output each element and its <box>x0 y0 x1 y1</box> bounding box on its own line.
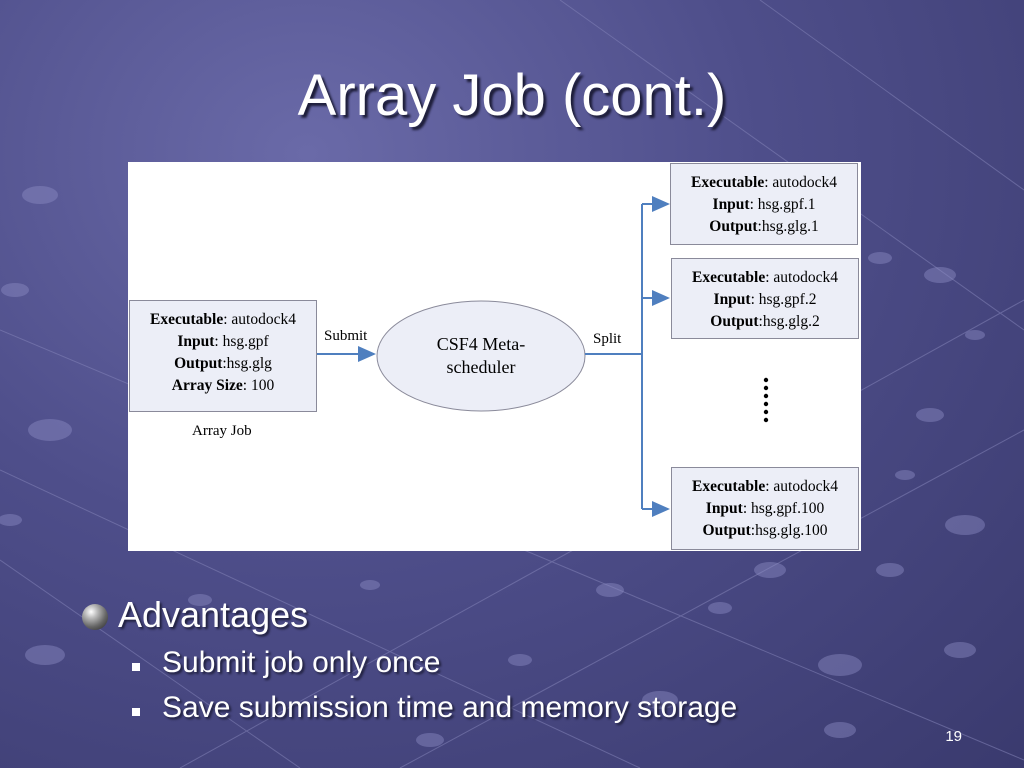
job-box-2: Executable: autodock4 Input: hsg.gpf.2 O… <box>671 258 859 339</box>
array-job-diagram: Executable: autodock4 Input: hsg.gpf Out… <box>128 162 861 551</box>
scheduler-label: CSF4 Meta- scheduler <box>436 334 526 377</box>
job-box-1: Executable: autodock4 Input: hsg.gpf.1 O… <box>670 163 858 245</box>
square-bullet-icon <box>132 708 140 716</box>
bullet-heading: Advantages <box>118 594 309 635</box>
square-bullet-icon <box>132 663 140 671</box>
slide-title: Array Job (cont.) <box>297 63 727 128</box>
bullet-item: Save submission time and memory storage <box>162 691 738 724</box>
submit-label: Submit <box>324 328 368 344</box>
diagram-connectors <box>317 196 769 517</box>
orb-bullet-icon <box>82 604 108 630</box>
page-number: 19 <box>945 728 962 745</box>
scheduler-ellipse <box>376 300 586 412</box>
bullet-item: Submit job only once <box>162 646 441 679</box>
array-job-box: Executable: autodock4 Input: hsg.gpf Out… <box>129 300 317 412</box>
job-box-100: Executable: autodock4 Input: hsg.gpf.100… <box>671 467 859 550</box>
ellipsis-dots <box>763 377 769 423</box>
split-label: Split <box>593 331 622 347</box>
array-job-caption: Array Job <box>192 423 252 439</box>
